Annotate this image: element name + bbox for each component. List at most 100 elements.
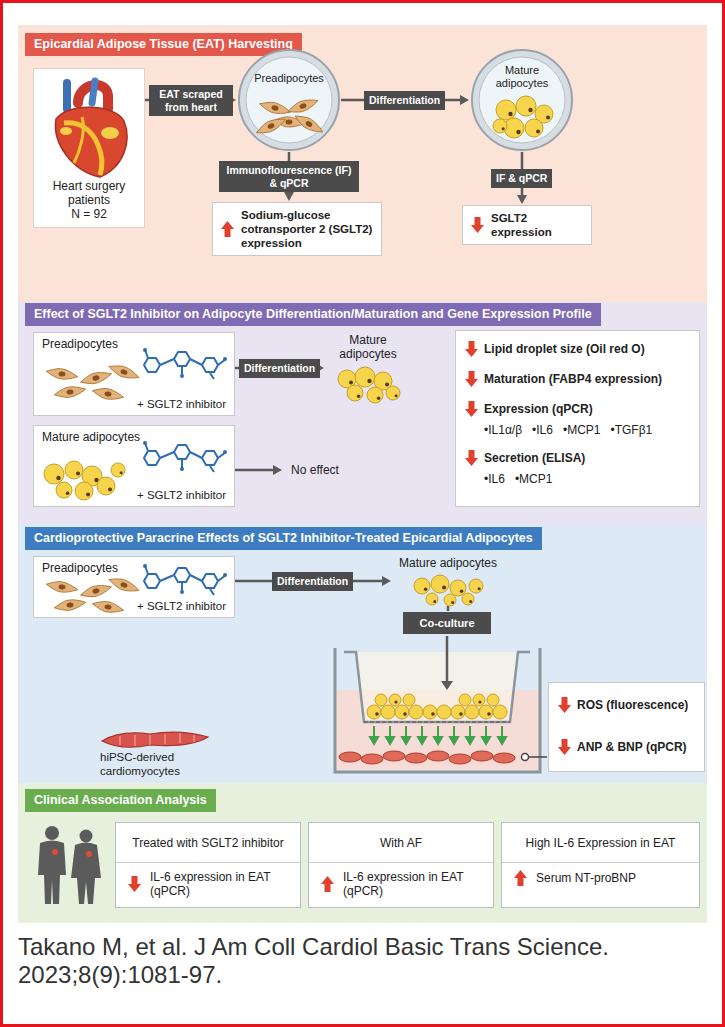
graphic-part — [107, 362, 141, 383]
graphic-part — [409, 705, 423, 719]
graphic-part — [493, 705, 507, 719]
graphic-part — [92, 588, 100, 595]
graphic-part — [449, 754, 471, 764]
graphic-part — [402, 737, 410, 744]
result-row: Maturation (FABP4 expression) — [456, 371, 691, 387]
graphic-part — [45, 366, 78, 382]
graphic-part — [135, 735, 136, 746]
graphic-part — [386, 737, 394, 744]
node-text: With AF — [380, 836, 422, 850]
method-text: Co-culture — [407, 616, 487, 630]
graphic-part — [437, 726, 439, 738]
graphic-part — [496, 100, 516, 120]
graphic-part — [395, 705, 409, 719]
method-label: Differentiation — [364, 91, 445, 110]
illustration — [558, 697, 571, 713]
graphic-part — [431, 712, 435, 716]
graphic-part — [180, 590, 184, 594]
graphic-part — [53, 597, 86, 613]
graphic-part — [529, 756, 547, 758]
graphic-part — [91, 386, 124, 403]
graphic-part — [421, 726, 423, 738]
graphic-part — [120, 368, 128, 375]
graphic-part — [174, 352, 190, 366]
graphic-part — [108, 488, 112, 492]
graphic-part — [271, 105, 279, 112]
graphic-part — [66, 602, 74, 608]
graphic-part — [79, 369, 113, 387]
graphic-part — [138, 438, 228, 474]
section-band: Effect of SGLT2 Inhibitor on Adipocyte D… — [18, 302, 707, 524]
graphic-part — [347, 385, 363, 401]
section-header: Epicardial Adipose Tissue (EAT) Harvesti… — [25, 33, 302, 56]
graphic-part — [101, 127, 119, 139]
graphic-part — [441, 681, 453, 690]
graphic-part — [223, 357, 227, 361]
graphic-part — [286, 96, 320, 117]
patients-icon — [38, 826, 101, 904]
node-text: Mature adipocytes — [325, 333, 411, 361]
graphic-part — [335, 648, 540, 772]
graphic-part — [487, 694, 499, 706]
graphic-part — [138, 561, 228, 597]
graphic-part — [202, 574, 218, 588]
graphic-part — [91, 599, 124, 616]
graphic-part — [34, 71, 146, 183]
illustration — [465, 341, 478, 357]
cell-stage: Mature adipocytes — [325, 333, 411, 403]
graphic-part — [267, 122, 275, 129]
result-text: Sodium-glucose cotransporter 2 (SGLT2) e… — [241, 208, 373, 250]
graphic-part — [451, 705, 465, 719]
patient-box: Heart surgery patientsN = 92 — [33, 68, 145, 228]
graphic-part — [79, 369, 113, 387]
graphic-part — [558, 739, 571, 755]
graphic-part — [321, 876, 334, 892]
arrow-icon — [321, 876, 334, 892]
graphic-part — [143, 564, 147, 568]
graphic-part — [431, 575, 449, 593]
cardiomyocyte-icon — [102, 732, 208, 747]
graphic-part — [143, 348, 227, 378]
graphic-part — [514, 870, 527, 886]
result-row: •IL6 •MCP1 — [456, 469, 691, 487]
graphic-part — [221, 221, 234, 237]
cell-label: Mature adipocytes — [42, 430, 140, 444]
graphic-part — [386, 386, 400, 400]
method-label: Immunoflourescence (IF) & qPCR — [219, 161, 359, 192]
graphic-part — [434, 737, 442, 744]
arrow-icon — [514, 870, 527, 886]
section-band: Clinical Association AnalysisTreated wit… — [18, 783, 707, 923]
illustration — [558, 739, 571, 755]
graphic-part — [144, 566, 226, 595]
cell-label: Preadipocytes — [42, 561, 118, 575]
graphic-part — [202, 451, 218, 465]
graphic-part — [367, 694, 507, 719]
method-label: Differentiation — [239, 359, 320, 378]
section-header: Clinical Association Analysis — [25, 789, 216, 812]
graphic-part — [143, 348, 147, 352]
figure-label: hiPSC-derived cardiomyocytes — [100, 751, 212, 778]
graphic-part — [375, 694, 387, 706]
graphic-part — [478, 587, 481, 590]
result-box: SGLT2 expression — [462, 205, 592, 245]
outcome-text: No effect — [283, 460, 347, 480]
illustration — [465, 450, 478, 466]
bullet-item: •MCP1 — [515, 471, 553, 487]
graphic-part — [305, 120, 314, 128]
graphic-part — [120, 736, 121, 745]
graphic-part — [63, 83, 71, 109]
bullet-item: •IL6 — [484, 471, 505, 487]
graphic-part — [502, 127, 505, 130]
graphic-part — [450, 580, 466, 596]
node-text: Mature adipocytes — [484, 64, 560, 90]
illustration — [471, 217, 484, 233]
graphic-part — [394, 700, 397, 703]
graphic-part — [120, 471, 123, 474]
graphic-part — [465, 401, 478, 417]
graphic-part — [91, 599, 124, 616]
section-band: Cardioprotective Paracrine Effects of SG… — [18, 524, 707, 783]
graphic-part — [138, 345, 228, 381]
result-row: •IL1α/β•IL6•MCP1•TGFβ1 — [456, 420, 691, 438]
graphic-part — [377, 396, 381, 400]
graphic-part — [469, 726, 471, 738]
